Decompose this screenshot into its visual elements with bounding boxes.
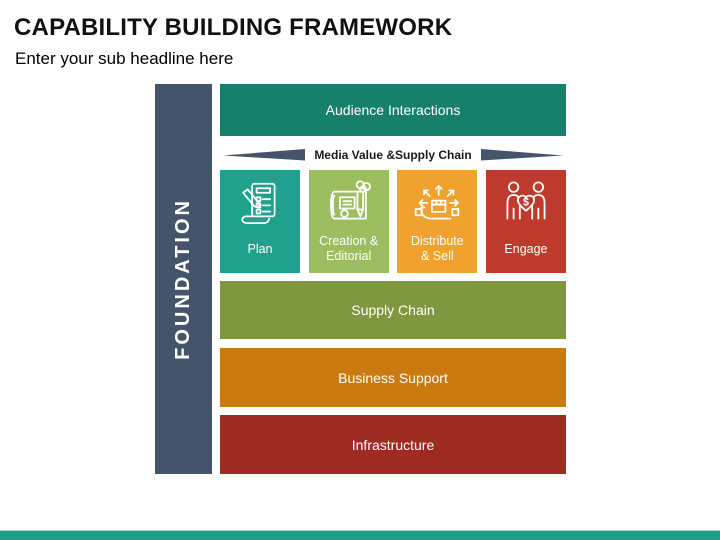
- media-value-chain-row: Media Value &Supply Chain: [220, 144, 566, 166]
- capability-box-distribute-sell: Distribute & Sell: [397, 170, 478, 273]
- page-subtitle: Enter your sub headline here: [15, 49, 234, 68]
- business-support-bar: Business Support: [220, 348, 566, 407]
- capability-box-label: Creation & Editorial: [319, 234, 379, 263]
- capability-box-label: Distribute & Sell: [410, 234, 464, 263]
- capability-box-label: Plan: [247, 241, 273, 256]
- audience-interactions-label: Audience Interactions: [325, 102, 461, 118]
- right-taper-arrow-icon: [480, 149, 563, 161]
- creation-editorial-icon: [329, 180, 371, 220]
- supply-chain-label: Supply Chain: [351, 302, 435, 318]
- supply-chain-bar: Supply Chain: [220, 281, 566, 339]
- left-taper-arrow-icon: [223, 149, 306, 161]
- page-title: CAPABILITY BUILDING FRAMEWORK: [14, 14, 453, 41]
- foundation-label: FOUNDATION: [172, 198, 194, 360]
- capability-box-plan: Plan: [220, 170, 300, 273]
- business-support-label: Business Support: [338, 369, 448, 386]
- plan-checklist-icon: [241, 182, 276, 225]
- capability-box-engage: $ Engage: [485, 170, 566, 273]
- bottom-accent-strip: [0, 530, 720, 540]
- foundation-bar: FOUNDATION: [155, 84, 212, 474]
- capability-box-creation-editorial: Creation & Editorial: [308, 170, 389, 273]
- capability-box-label: Engage: [504, 241, 548, 256]
- distribute-sell-icon: [415, 185, 460, 220]
- capability-boxes-row: Plan Creation & Editorial: [220, 170, 566, 273]
- svg-text:$: $: [523, 197, 529, 209]
- infrastructure-label: Infrastructure: [351, 436, 435, 453]
- engage-people-icon: $: [506, 181, 546, 220]
- audience-interactions-bar: Audience Interactions: [220, 84, 566, 136]
- infrastructure-bar: Infrastructure: [220, 415, 566, 474]
- media-value-chain-label: Media Value &Supply Chain: [314, 148, 472, 162]
